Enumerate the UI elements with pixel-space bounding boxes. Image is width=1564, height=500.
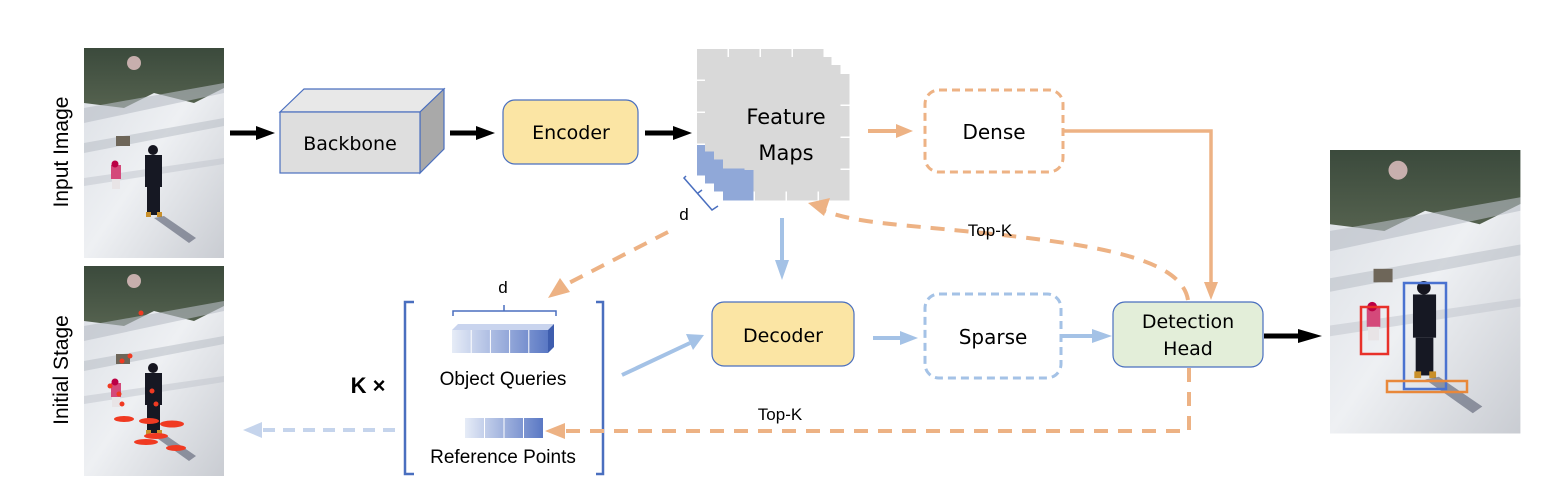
feature-map-layer	[723, 74, 850, 201]
encoder-block: Encoder	[502, 99, 639, 165]
detection-box-child	[1359, 305, 1390, 356]
vector-body	[452, 330, 548, 353]
feature-cell	[819, 106, 850, 137]
arrow-dense-to-head	[1064, 129, 1218, 300]
arrow-backbone-to-encoder	[450, 126, 495, 140]
arrow-topk-head-to-refpoints	[545, 368, 1191, 439]
arrow-features-to-dense	[868, 124, 913, 138]
input-image	[84, 48, 224, 258]
k-times-label: K ×	[351, 373, 386, 398]
decoder-block: Decoder	[711, 301, 855, 367]
feature-cell	[755, 138, 786, 169]
feature-cell	[787, 106, 818, 137]
feature-cell	[787, 74, 818, 105]
feature-cell	[755, 106, 786, 137]
arrow-features-to-queries	[548, 230, 669, 298]
sparse-block: Sparse	[923, 292, 1063, 380]
feature-depth-bracket	[682, 175, 719, 211]
detection-head-label-line1: Detection	[1142, 311, 1234, 333]
arrow-decoder-to-sparse	[873, 331, 918, 345]
vector-side-face	[548, 324, 554, 353]
feature-cell	[819, 170, 850, 201]
feature-cell	[755, 170, 786, 201]
vector-top-face	[452, 324, 554, 330]
feature-cell	[787, 170, 818, 201]
arrow-input-to-backbone	[230, 126, 275, 140]
feature-cell	[787, 138, 818, 169]
feature-maps-label-line1: Feature	[746, 105, 825, 129]
reference-points-label: Reference Points	[430, 447, 576, 468]
reference-point-dots	[107, 310, 186, 451]
feature-cell	[755, 74, 786, 105]
detection-head-block: Detection Head	[1112, 301, 1264, 368]
backbone-block: Backbone	[278, 87, 446, 175]
topk-lower-label: Top-K	[758, 405, 803, 424]
detection-head-label-line2: Head	[1163, 338, 1213, 360]
backbone-label: Backbone	[303, 133, 397, 155]
detection-box-adult	[1402, 281, 1448, 391]
arrow-queries-to-decoder	[621, 334, 704, 377]
object-query-vector	[452, 324, 554, 353]
feature-maps-label-line2: Maps	[758, 141, 813, 165]
arrow-sparse-to-head	[1062, 329, 1112, 343]
dense-block: Dense	[923, 88, 1065, 174]
decoder-label: Decoder	[743, 325, 823, 347]
initial-stage-image	[84, 266, 224, 476]
label-input-image: Input Image	[50, 97, 73, 208]
arrow-features-to-decoder	[775, 218, 789, 280]
feature-depth-label: d	[679, 205, 688, 224]
arrow-refpoints-to-initial-stage	[243, 422, 395, 438]
dense-label: Dense	[962, 120, 1025, 144]
detection-box-snowboard	[1385, 379, 1469, 394]
sparse-label: Sparse	[959, 325, 1028, 349]
topk-upper-label: Top-K	[968, 221, 1013, 240]
feature-cell-highlight	[723, 170, 754, 201]
feature-cell	[819, 74, 850, 105]
query-depth-label: d	[498, 278, 507, 297]
feature-cell	[723, 74, 754, 105]
arrow-topk-head-to-features	[808, 198, 1190, 301]
arrow-head-to-output	[1264, 329, 1322, 343]
object-queries-label: Object Queries	[440, 369, 567, 390]
feature-maps	[697, 49, 850, 201]
feature-cell	[819, 138, 850, 169]
query-group-bracket	[403, 300, 605, 476]
label-initial-stage: Initial Stage	[50, 315, 73, 425]
feature-cell	[723, 106, 754, 137]
feature-cell	[723, 138, 754, 169]
encoder-label: Encoder	[532, 122, 610, 144]
arrow-encoder-to-features	[645, 126, 692, 140]
reference-point-vector	[465, 418, 543, 438]
query-depth-bracket	[452, 305, 557, 316]
